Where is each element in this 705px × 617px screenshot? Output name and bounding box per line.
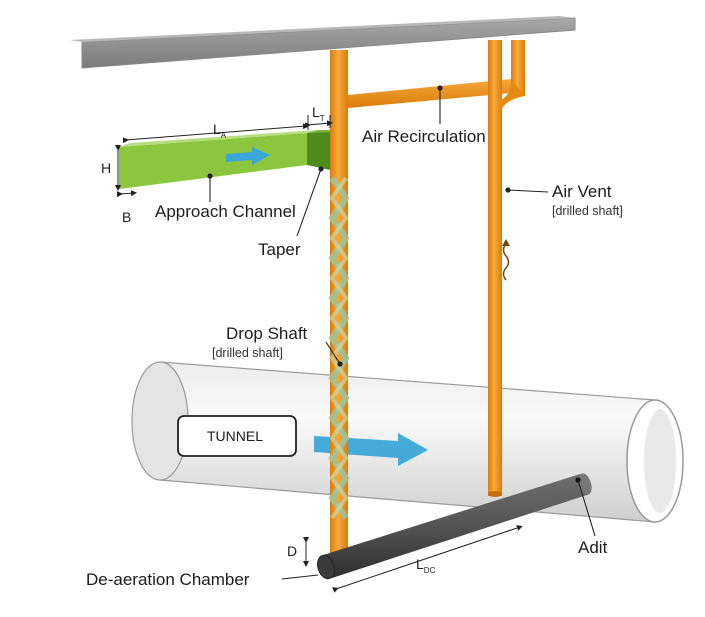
air-vent-label: Air Vent xyxy=(552,182,612,201)
leader-lines xyxy=(209,88,596,580)
air-recirculation-label: Air Recirculation xyxy=(362,127,486,146)
drop-shaft-sub-label: [drilled shaft] xyxy=(212,346,283,360)
dim-ldc-label: LDC xyxy=(416,556,436,575)
dim-d-label: D xyxy=(287,543,297,559)
dim-lt-label: LT xyxy=(312,104,325,123)
adit-label: Adit xyxy=(578,538,608,557)
deaeration-chamber-label: De-aeration Chamber xyxy=(86,570,250,589)
drop-shaft-label: Drop Shaft xyxy=(226,324,308,343)
dim-la-label: LA xyxy=(213,121,227,140)
dimension-lines xyxy=(115,115,523,593)
air-vent-sub-label: [drilled shaft] xyxy=(552,204,623,218)
taper-label: Taper xyxy=(258,240,301,259)
dimension-labels: LA LT H B D LDC xyxy=(101,104,436,575)
tunnel-label-box: TUNNEL xyxy=(177,415,297,457)
approach-channel-label: Approach Channel xyxy=(155,202,296,221)
component-labels: Approach Channel Taper Air Recirculation… xyxy=(86,127,623,589)
drop-shaft xyxy=(328,50,350,560)
dim-b-label: B xyxy=(122,209,131,225)
air-vent-shaft xyxy=(488,40,525,497)
dim-h-label: H xyxy=(101,160,111,176)
tunnel-label: TUNNEL xyxy=(207,428,263,444)
ground-slab xyxy=(70,16,576,69)
